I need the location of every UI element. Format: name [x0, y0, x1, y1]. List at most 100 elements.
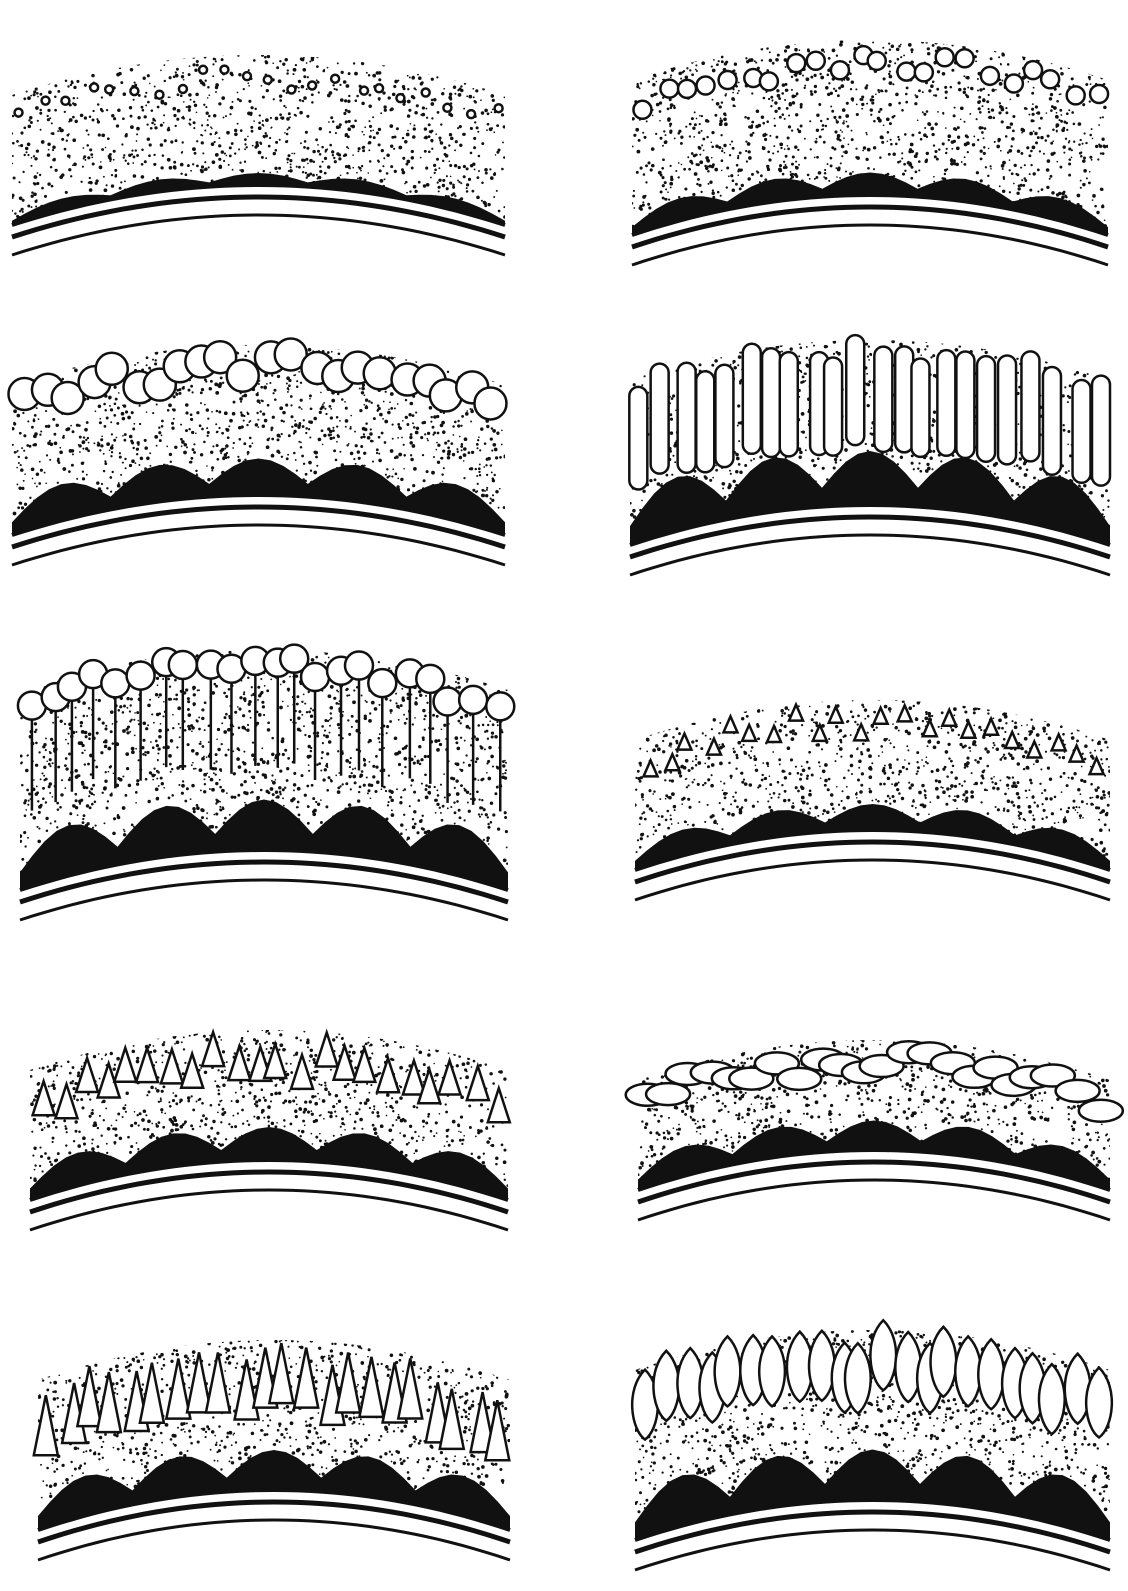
stipple-dot [784, 148, 786, 150]
stipple-dot [1060, 67, 1062, 69]
stipple-dot [287, 454, 289, 456]
stipple-dot [135, 462, 137, 464]
stipple-dot [36, 199, 38, 201]
stipple-dot [336, 425, 338, 427]
stipple-dot [251, 498, 255, 502]
stipple-dot [459, 54, 461, 56]
stipple-dot [236, 511, 239, 514]
stipple-dot [410, 402, 414, 406]
stipple-dot [477, 131, 479, 133]
stipple-dot [461, 449, 463, 451]
stipple-dot [135, 520, 138, 523]
stipple-dot [486, 474, 488, 476]
stipple-dot [322, 161, 324, 163]
stipple-dot [418, 349, 421, 352]
stipple-dot [711, 131, 714, 134]
stipple-dot [823, 51, 825, 53]
stipple-dot [320, 392, 322, 394]
stipple-dot [192, 163, 194, 165]
stipple-dot [468, 95, 472, 99]
stipple-dot [1037, 136, 1040, 139]
stipple-dot [711, 157, 713, 159]
stipple-dot [24, 473, 26, 475]
stipple-dot [352, 210, 354, 212]
stipple-dot [777, 54, 780, 57]
granule [936, 48, 954, 66]
stipple-dot [1072, 111, 1074, 113]
stipple-dot [428, 357, 430, 359]
stipple-dot [490, 80, 492, 82]
stipple-dot [408, 413, 411, 416]
stipple-dot [954, 30, 957, 33]
wall-outer-line [12, 215, 505, 255]
stipple-dot [49, 350, 53, 354]
stipple-dot [229, 146, 232, 149]
stipple-dot [183, 534, 185, 536]
stipple-dot [503, 125, 506, 128]
stipple-dot [378, 143, 381, 146]
stipple-dot [476, 443, 479, 446]
stipple-dot [322, 335, 324, 337]
stipple-dot [101, 133, 105, 137]
stipple-dot [216, 458, 219, 461]
stipple-dot [133, 198, 136, 201]
stipple-dot [662, 197, 665, 200]
stipple-dot [402, 420, 404, 422]
stipple-dot [95, 182, 98, 185]
stipple-dot [86, 144, 89, 147]
stipple-dot [384, 420, 388, 424]
stipple-dot [448, 96, 452, 100]
stipple-dot [489, 369, 492, 372]
stipple-dot [462, 337, 465, 340]
stipple-dot [390, 407, 393, 410]
stipple-dot [1088, 76, 1091, 79]
stipple-dot [816, 156, 819, 159]
stipple-dot [30, 165, 32, 167]
stipple-dot [877, 117, 880, 120]
stipple-dot [249, 420, 251, 422]
stipple-dot [419, 60, 422, 63]
stipple-dot [260, 410, 262, 412]
stipple-dot [925, 41, 927, 43]
stipple-dot [877, 33, 879, 35]
stipple-dot [468, 73, 471, 76]
stipple-dot [199, 79, 202, 82]
stipple-dot [859, 210, 863, 214]
stipple-dot [213, 58, 216, 61]
stipple-dot [664, 181, 667, 184]
stipple-dot [775, 136, 778, 139]
stipple-dot [948, 139, 950, 141]
stipple-dot [417, 517, 419, 519]
stipple-dot [206, 515, 208, 517]
stipple-dot [412, 135, 416, 139]
stipple-dot [222, 53, 225, 56]
stipple-dot [650, 94, 653, 97]
stipple-dot [249, 53, 251, 55]
stipple-dot [689, 160, 692, 163]
stipple-dot [642, 201, 644, 203]
stipple-dot [1021, 179, 1023, 181]
stipple-dot [1051, 54, 1054, 57]
stipple-dot [799, 49, 801, 51]
stipple-dot [63, 65, 67, 69]
stipple-dot [134, 522, 136, 524]
stipple-dot [340, 346, 342, 348]
stipple-dot [145, 104, 147, 106]
stipple-dot [1030, 42, 1034, 46]
stipple-dot [717, 191, 720, 194]
stipple-dot [447, 446, 450, 449]
stipple-dot [55, 47, 58, 50]
stipple-dot [341, 398, 344, 401]
stipple-dot [367, 172, 369, 174]
stipple-dot [33, 359, 35, 361]
stipple-dot [352, 215, 355, 218]
granule [915, 63, 933, 81]
stipple-dot [836, 120, 839, 123]
stipple-dot [477, 531, 480, 534]
stipple-dot [1082, 183, 1085, 186]
stipple-dot [888, 153, 891, 156]
stipple-dot [787, 148, 790, 151]
stipple-dot [1052, 128, 1055, 131]
stipple-dot [188, 109, 191, 112]
stipple-dot [392, 526, 394, 528]
